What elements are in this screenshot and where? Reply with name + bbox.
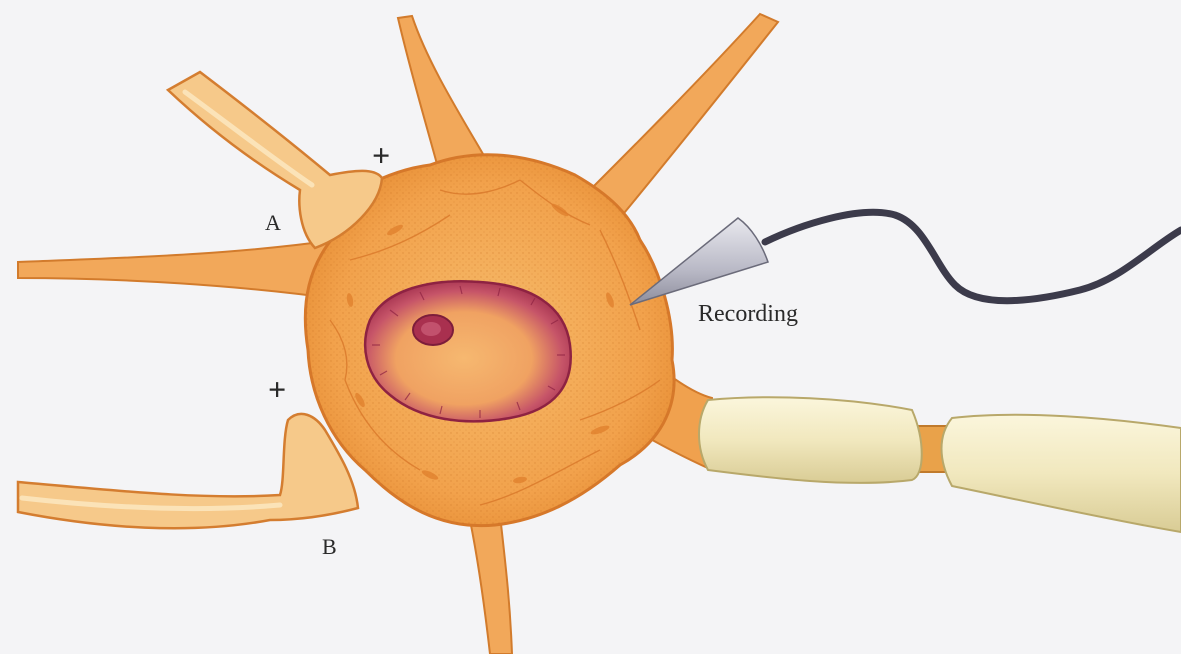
label-synapse-a: A bbox=[265, 210, 281, 235]
nucleus bbox=[365, 281, 571, 421]
recording-electrode bbox=[630, 212, 1181, 305]
dendrite-left bbox=[18, 240, 345, 300]
myelin-sheath-2 bbox=[942, 415, 1181, 532]
myelin-sheath-1 bbox=[699, 397, 922, 483]
plus-sign-b: + bbox=[268, 371, 286, 407]
presynaptic-terminal-b bbox=[18, 414, 358, 528]
dendrite-bottom bbox=[470, 515, 512, 654]
recording-wire bbox=[765, 212, 1181, 300]
label-recording: Recording bbox=[698, 301, 798, 327]
plus-sign-a: + bbox=[372, 137, 390, 173]
axon bbox=[699, 397, 1181, 532]
label-synapse-b: B bbox=[322, 534, 337, 559]
